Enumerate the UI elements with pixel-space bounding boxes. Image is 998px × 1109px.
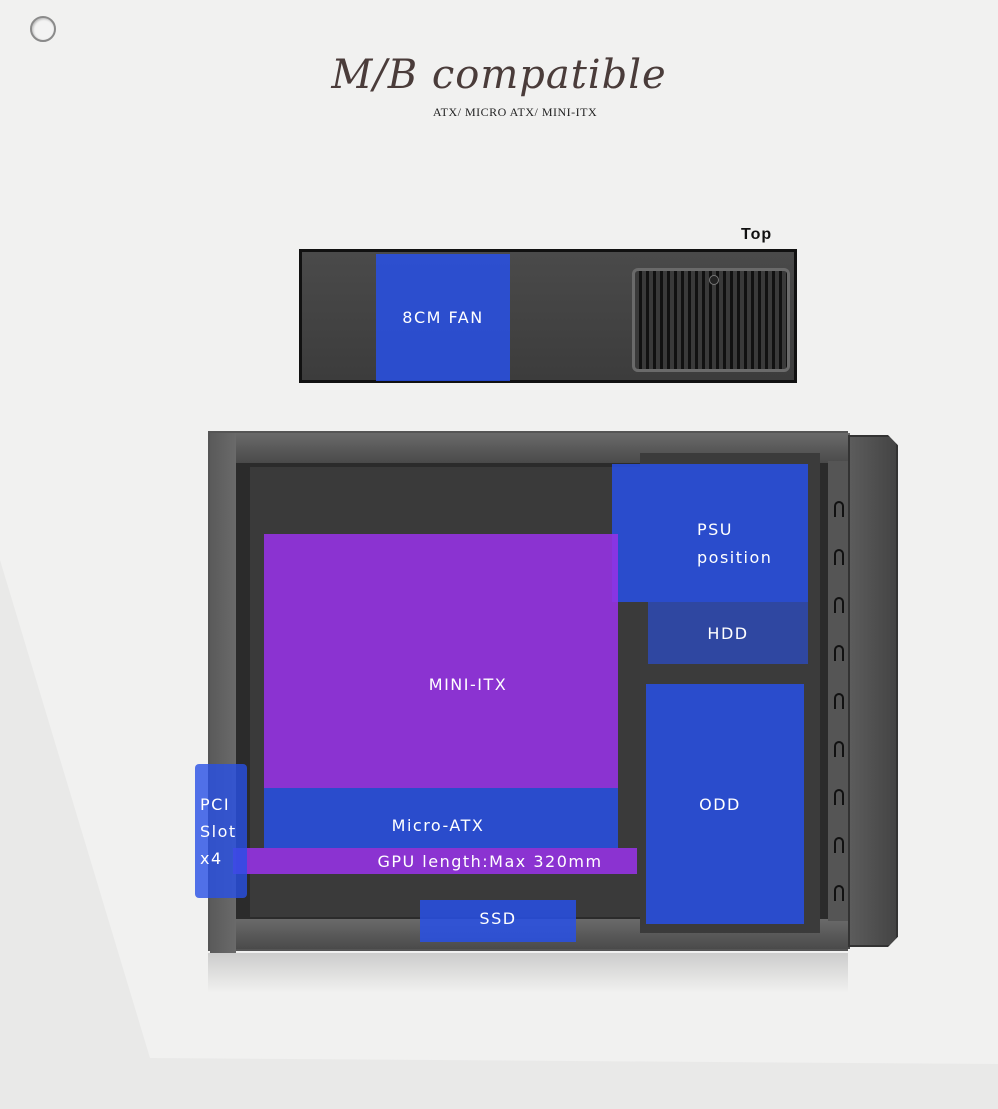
hdd-label: HDD: [707, 623, 749, 643]
pci-label-line1: PCI: [200, 794, 231, 814]
front-panel: [848, 435, 898, 947]
psu-label-line1: PSU: [697, 520, 734, 539]
case-reflection: [208, 953, 848, 993]
ssd-overlay: SSD: [420, 900, 576, 942]
gpu-length-label: GPU length:Max 320mm: [377, 851, 603, 871]
hook-icon: [834, 741, 844, 757]
psu-label-line2: position: [697, 548, 773, 567]
screw-icon: [709, 275, 719, 285]
pci-label-line2: Slot: [200, 821, 237, 841]
hook-icon: [834, 501, 844, 517]
hook-icon: [834, 549, 844, 565]
hook-icon: [834, 693, 844, 709]
odd-label: ODD: [699, 794, 741, 814]
page-title: M/B compatible: [331, 52, 667, 98]
fan-label: 8CM FAN: [402, 308, 484, 327]
fan-overlay: 8CM FAN: [376, 254, 510, 381]
page-subtitle: ATX/ MICRO ATX/ MINI-ITX: [432, 105, 598, 119]
hook-icon: [834, 645, 844, 661]
hook-icon: [834, 837, 844, 853]
gpu-length-bar: GPU length:Max 320mm: [233, 848, 637, 874]
psu-overlay: PSU position: [612, 464, 808, 602]
micro-atx-label: Micro-ATX: [391, 815, 485, 835]
odd-overlay: ODD: [646, 684, 804, 924]
mini-itx-label: MINI-ITX: [428, 674, 508, 694]
hdd-overlay: HDD: [648, 602, 808, 664]
pci-slot-overlay: PCI Slot x4: [195, 764, 247, 898]
top-view-label: Top: [741, 226, 773, 243]
top-view-panel: 8CM FAN: [299, 249, 797, 383]
micro-atx-overlay: Micro-ATX: [264, 788, 618, 848]
hook-icon: [834, 597, 844, 613]
ssd-label: SSD: [479, 908, 517, 928]
pci-label-line3: x4: [200, 848, 223, 868]
hook-icon: [834, 789, 844, 805]
psu-vent-grille: [632, 268, 790, 372]
hook-icon: [834, 885, 844, 901]
punch-hole-icon: [30, 16, 56, 42]
mini-itx-overlay: MINI-ITX: [264, 534, 618, 788]
